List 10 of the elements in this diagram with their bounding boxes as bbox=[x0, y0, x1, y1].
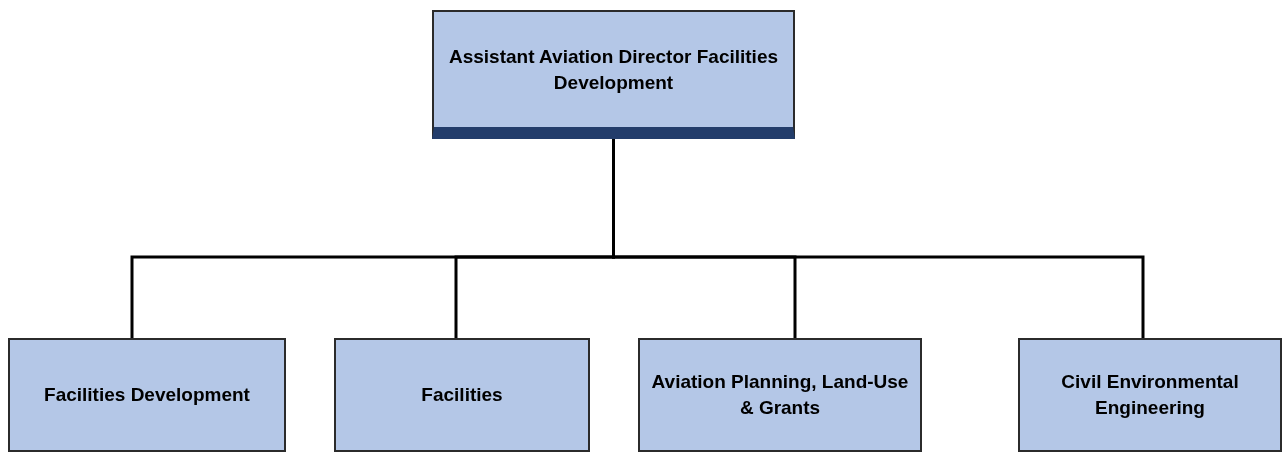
director-title: Assistant Aviation Director Facilities Development bbox=[447, 44, 780, 95]
department-box bbox=[1018, 338, 1282, 452]
department-box bbox=[638, 338, 922, 452]
department-box bbox=[8, 338, 286, 452]
department-name: Civil Environmental Engineering bbox=[1060, 370, 1240, 420]
director-box bbox=[432, 10, 795, 139]
department-name: Aviation Planning, Land-Use & Grants bbox=[650, 370, 910, 420]
department-box bbox=[334, 338, 590, 452]
department-name: Facilities bbox=[420, 383, 504, 407]
department-name: Facilities Development bbox=[43, 383, 251, 407]
